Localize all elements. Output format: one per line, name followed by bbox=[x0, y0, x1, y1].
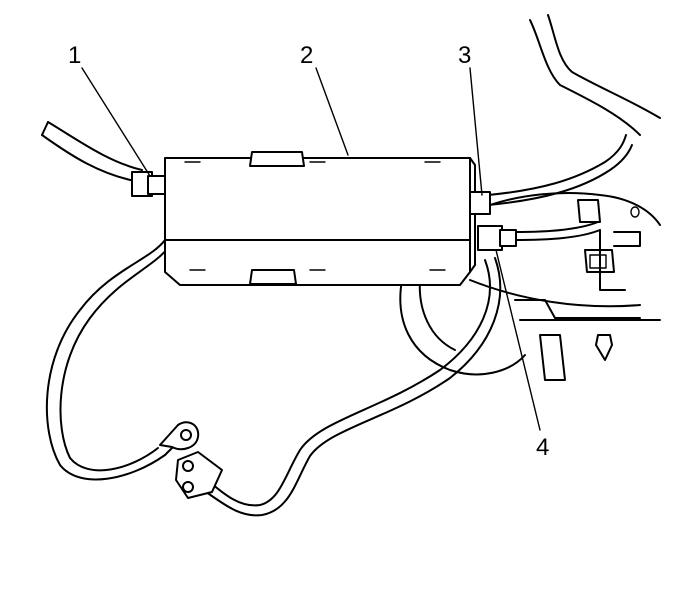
connector-3 bbox=[469, 191, 491, 215]
callout-4: 4 bbox=[536, 434, 549, 461]
mounting-clips bbox=[577, 199, 641, 361]
antenna-cable-left bbox=[41, 121, 143, 183]
module-body bbox=[164, 151, 476, 286]
body-panel-outline bbox=[399, 14, 661, 381]
cable-connector-4-right bbox=[514, 221, 601, 241]
leader-line-2 bbox=[315, 67, 349, 156]
leader-line-4 bbox=[495, 249, 541, 431]
callout-1: 1 bbox=[68, 42, 81, 69]
leader-line-1 bbox=[81, 67, 151, 177]
connector-4 bbox=[477, 225, 517, 251]
ground-harness bbox=[45, 239, 200, 481]
leader-lines bbox=[81, 67, 541, 431]
leader-line-3 bbox=[469, 67, 483, 196]
harness-connector-4 bbox=[175, 257, 502, 517]
cable-connector-3 bbox=[487, 134, 633, 206]
callout-2: 2 bbox=[300, 42, 313, 69]
callout-3: 3 bbox=[458, 42, 471, 69]
connector-1 bbox=[131, 171, 169, 197]
